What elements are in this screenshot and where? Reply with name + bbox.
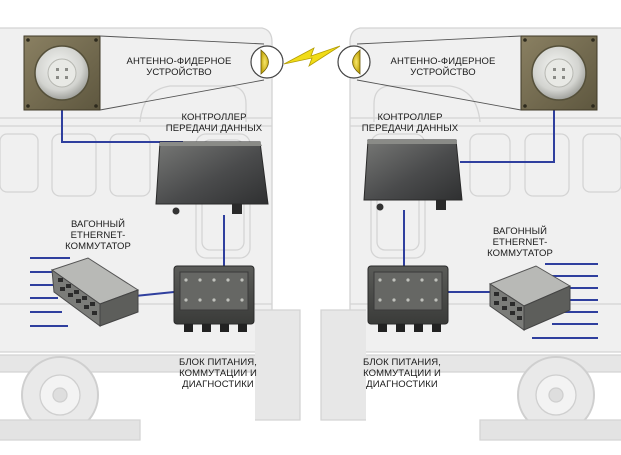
lightning-bolt-icon (283, 45, 341, 67)
label-switch-left: ВАГОННЫЙ ETHERNET- КОММУТАТОР (65, 219, 131, 252)
power-unit-left-device (173, 265, 255, 332)
label-antenna-right: АНТЕННО-ФИДЕРНОЕ УСТРОЙСТВО (390, 56, 496, 78)
ethernet-switch-right-device (488, 265, 572, 331)
ethernet-switch-left-device (50, 257, 140, 327)
switch-ports-cables-right (532, 263, 598, 339)
antenna-panel-right-icon (520, 35, 598, 111)
controller-right-device (363, 139, 463, 211)
label-antenna-left: АНТЕННО-ФИДЕРНОЕ УСТРОЙСТВО (126, 56, 232, 78)
cable-antenna-to-controller-right (460, 108, 555, 163)
cable-switch-to-psu-left (134, 291, 175, 297)
label-controller-right: КОНТРОЛЛЕР ПЕРЕДАЧИ ДАННЫХ (361, 112, 459, 134)
cables (30, 108, 598, 339)
controller-left-device (155, 141, 269, 215)
roof-antenna-right-icon (337, 45, 371, 79)
antenna-zoom-callouts (99, 35, 522, 111)
label-power-right: БЛОК ПИТАНИЯ, КОММУТАЦИИ И ДИАГНОСТИКИ (362, 357, 441, 390)
roof-antenna-left-icon (250, 45, 284, 79)
label-power-left: БЛОК ПИТАНИЯ, КОММУТАЦИИ И ДИАГНОСТИКИ (178, 357, 257, 390)
label-controller-left: КОНТРОЛЛЕР ПЕРЕДАЧИ ДАННЫХ (165, 112, 263, 134)
antenna-panel-left-icon (23, 35, 101, 111)
label-switch-right: ВАГОННЫЙ ETHERNET- КОММУТАТОР (487, 226, 553, 259)
power-unit-right-device (367, 265, 449, 332)
